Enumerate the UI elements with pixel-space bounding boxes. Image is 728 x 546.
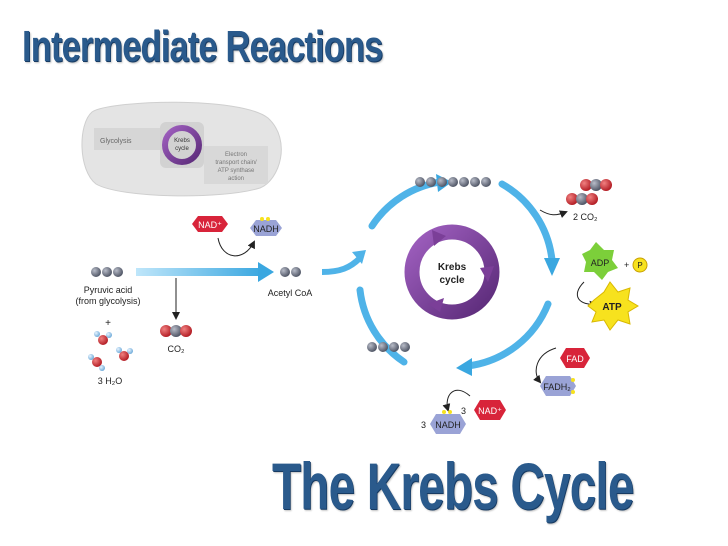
nad-reduction-arrow-right <box>442 389 471 412</box>
fadh2-badge: FADH₂ <box>540 376 576 396</box>
krebs-center-label-2: cycle <box>439 275 464 286</box>
co2-output-arrow <box>539 209 568 218</box>
nadh-badge-right: NADH <box>430 410 466 434</box>
atp-starburst: ATP <box>587 281 639 331</box>
fad-badge: FAD <box>560 348 590 368</box>
acetyl-coa-label: Acetyl CoA <box>268 288 313 298</box>
four-carbon-chain <box>367 342 410 352</box>
nadh-count-label: 3 <box>421 420 426 430</box>
nad-badge-left: NAD⁺ <box>192 216 228 232</box>
overview-krebs-label-1: Krebs <box>174 138 190 144</box>
overview-cell-diagram: Glycolysis Krebs cycle Electron transpor… <box>81 101 282 197</box>
nad-label-right: NAD⁺ <box>478 406 502 416</box>
adp-starburst: ADP <box>582 242 618 280</box>
overview-etc-line-2: transport chain/ <box>215 160 257 166</box>
atp-label: ATP <box>602 302 622 313</box>
nadh-label-right: NADH <box>435 420 461 430</box>
fad-reduction-arrow <box>533 347 557 384</box>
section-title: The Krebs Cycle <box>272 449 634 523</box>
nad-label-left: NAD⁺ <box>198 220 222 230</box>
pyruvic-acid-molecule <box>91 267 123 277</box>
six-carbon-chain <box>415 177 491 187</box>
nad-count-label: 3 <box>461 406 466 416</box>
pyruvic-source-label: (from glycolysis) <box>75 296 140 306</box>
phosphate-badge: P <box>632 257 648 273</box>
pyruvate-to-acetyl-arrow <box>136 262 274 282</box>
nad-badge-right: NAD⁺ <box>474 400 506 420</box>
nadh-badge-left: NADH <box>250 217 282 236</box>
fadh2-label: FADH₂ <box>543 382 571 392</box>
adp-label: ADP <box>591 258 610 268</box>
co2-output-label: 2 CO₂ <box>573 212 598 222</box>
water-label: 3 H₂O <box>98 376 123 386</box>
nad-reduction-arrow-left <box>217 237 255 257</box>
overview-krebs-label-2: cycle <box>175 146 189 152</box>
co2-molecule-left <box>160 325 192 337</box>
overview-etc-line-4: action <box>228 176 244 182</box>
krebs-inner-ring <box>404 224 500 320</box>
co2-label-left: CO₂ <box>168 344 186 354</box>
overview-glycolysis-label: Glycolysis <box>100 138 132 145</box>
nadh-label-left: NADH <box>253 224 279 234</box>
plus-sign: + <box>105 318 111 329</box>
adp-plus-sign: + <box>624 260 629 270</box>
acetyl-to-cycle-arrow <box>321 250 366 275</box>
fad-label: FAD <box>566 354 584 364</box>
phosphate-label: P <box>637 261 642 270</box>
co2-molecules-right <box>566 179 612 205</box>
acetyl-coa-molecule <box>280 267 301 277</box>
pyruvic-acid-label: Pyruvic acid <box>84 285 133 295</box>
overview-etc-line-1: Electron <box>225 152 247 158</box>
overview-etc-line-3: ATP synthase <box>218 168 255 174</box>
krebs-center-label-1: Krebs <box>438 262 467 273</box>
overview-krebs-ring <box>162 125 202 165</box>
water-molecules <box>88 331 133 371</box>
